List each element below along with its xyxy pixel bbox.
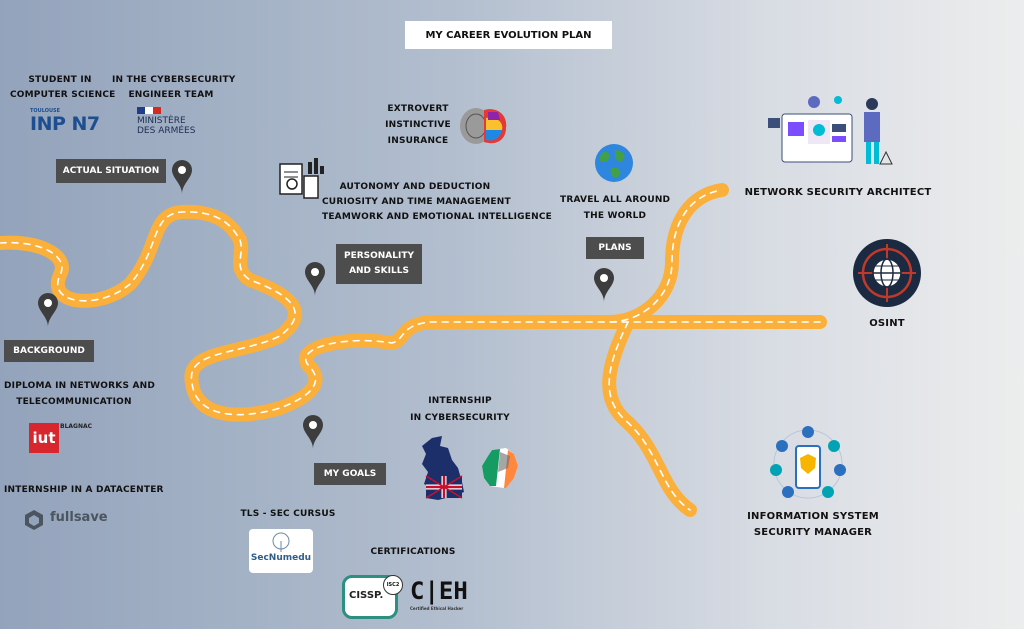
tree-icon bbox=[272, 532, 290, 552]
cube-icon bbox=[25, 510, 43, 530]
page-title: MY CAREER EVOLUTION PLAN bbox=[405, 21, 612, 49]
globe-icon bbox=[595, 144, 633, 182]
security-manager-illustration bbox=[770, 426, 846, 499]
osint-label: OSINT bbox=[869, 318, 905, 329]
uk-map-icon bbox=[422, 436, 464, 500]
isc2-badge: ISC2 bbox=[383, 575, 403, 595]
datacenter-label: INTERNSHIP IN A DATACENTER bbox=[4, 485, 164, 495]
pin-personality bbox=[305, 254, 326, 296]
tag-goals: MY GOALS bbox=[314, 463, 386, 485]
tag-background: BACKGROUND bbox=[4, 340, 94, 362]
network-architect-illustration bbox=[768, 96, 893, 165]
french-flag-icon bbox=[137, 107, 161, 114]
pin-background bbox=[38, 285, 59, 327]
analytics-documents-icon bbox=[279, 158, 324, 199]
ministere-logo: MINISTÈRE DES ARMÉES bbox=[137, 107, 217, 141]
cissp-logo: CISSP. bbox=[342, 575, 398, 619]
pin-plans bbox=[594, 260, 615, 302]
tls-label: TLS - SEC CURSUS bbox=[240, 509, 336, 519]
brain-icon bbox=[460, 108, 507, 144]
tag-plans: PLANS bbox=[586, 237, 644, 259]
tag-personality: PERSONALITY AND SKILLS bbox=[336, 244, 422, 284]
certifications-label: CERTIFICATIONS bbox=[370, 547, 456, 557]
fullsave-logo: fullsave bbox=[24, 509, 108, 531]
iut-logo: iut BLAGNAC bbox=[29, 419, 99, 455]
pin-actual-situation bbox=[172, 152, 193, 194]
secnumedu-logo: SecNumedu bbox=[249, 529, 313, 573]
inp-n7-logo: TOULOUSE INP N7 bbox=[30, 108, 100, 135]
osint-icon bbox=[853, 239, 921, 307]
architect-label: NETWORK SECURITY ARCHITECT bbox=[744, 187, 932, 198]
ceh-logo: C|EH Certified Ethical Hacker bbox=[410, 577, 468, 611]
tag-actual-situation: ACTUAL SITUATION bbox=[56, 159, 166, 183]
ireland-map-icon bbox=[482, 448, 518, 488]
pin-goals bbox=[303, 407, 324, 449]
